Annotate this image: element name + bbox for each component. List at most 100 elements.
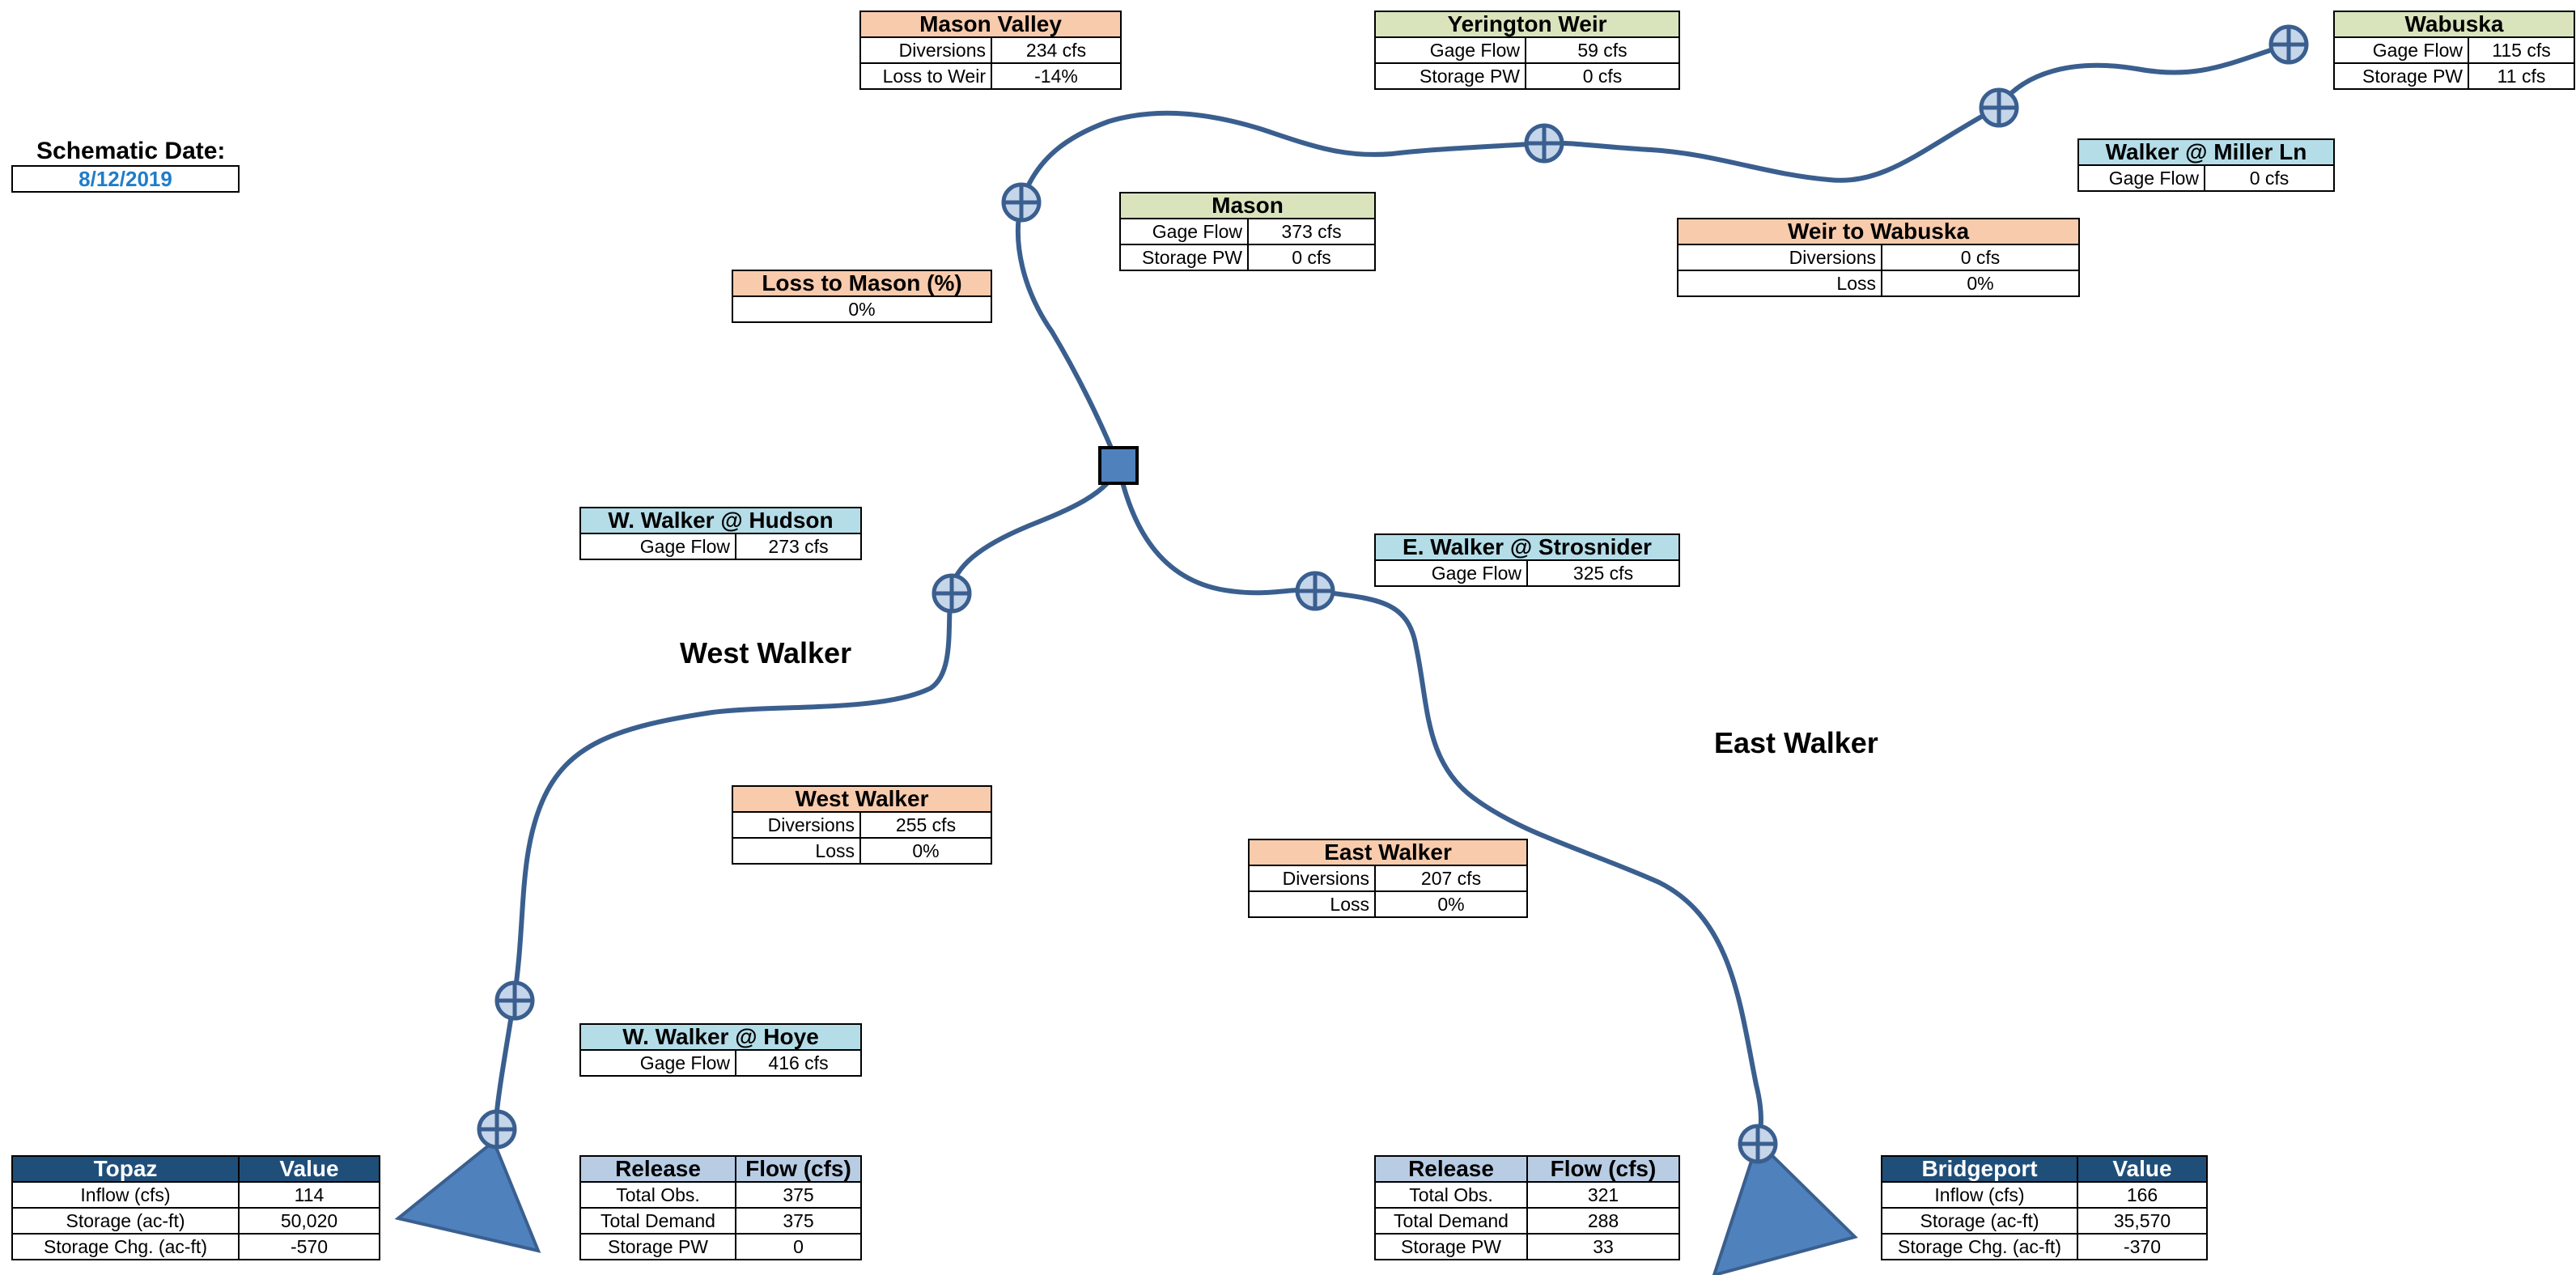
gage-yerington-weir-icon [1524, 123, 1564, 164]
yerington-weir-gage-label: Gage Flow [1376, 38, 1526, 62]
loss-to-mason-title: Loss to Mason (%) [733, 271, 991, 297]
topaz-value-header: Value [279, 1156, 339, 1181]
river-east-walker [1116, 463, 1763, 1146]
east-walker-box-title: East Walker [1250, 840, 1526, 866]
west-walker-diversions-value: 255 cfs [895, 814, 957, 835]
east-walker-loss-value: 0% [1437, 894, 1465, 915]
wabuska-box: Wabuska Gage Flow 115 cfs Storage PW 11 cf… [2333, 11, 2575, 90]
wabuska-title: Wabuska [2335, 12, 2574, 38]
mason-box: Mason Gage Flow 373 cfs Storage PW 0 cfs [1119, 192, 1376, 271]
release-west-total-obs-label: Total Obs. [581, 1183, 736, 1207]
release-east-total-obs-value: 321 [1587, 1184, 1619, 1205]
release-west-flow-header: Flow (cfs) [745, 1156, 851, 1181]
mason-gage-value: 373 cfs [1281, 221, 1342, 242]
wabuska-storage-label: Storage PW [2335, 64, 2469, 88]
wabuska-gage-value: 115 cfs [2492, 40, 2551, 61]
gage-ew-strosnider-icon [1295, 571, 1335, 611]
walker-miller-ln-gage-value: 0 cfs [2249, 168, 2290, 189]
ww-hoye-box: W. Walker @ Hoye Gage Flow 416 cfs [579, 1023, 862, 1077]
junction-node-icon [1098, 446, 1139, 485]
wabuska-gage-label: Gage Flow [2335, 38, 2469, 62]
topaz-storage-chg-value: -570 [290, 1236, 329, 1257]
mason-title: Mason [1121, 193, 1374, 219]
release-west-total-demand-value: 375 [783, 1210, 814, 1231]
bridgeport-inflow-value: 166 [2126, 1184, 2158, 1205]
release-east-total-obs-label: Total Obs. [1376, 1183, 1528, 1207]
weir-to-wabuska-loss-label: Loss [1678, 271, 1882, 295]
mason-valley-diversions-label: Diversions [861, 38, 992, 62]
gage-miller-ln-icon [1979, 87, 2019, 128]
bridgeport-header: Bridgeport [1882, 1157, 2078, 1181]
bridgeport-storage-chg-value: -370 [2123, 1236, 2162, 1257]
release-east-total-demand-value: 288 [1587, 1210, 1619, 1231]
west-walker-box-title: West Walker [733, 787, 991, 813]
weir-to-wabuska-diversions-value: 0 cfs [1960, 247, 2001, 268]
yerington-weir-gage-value: 59 cfs [1577, 40, 1628, 61]
walker-miller-ln-title: Walker @ Miller Ln [2079, 140, 2333, 166]
bridgeport-storage-value: 35,570 [2113, 1210, 2171, 1231]
weir-to-wabuska-diversions-label: Diversions [1678, 245, 1882, 270]
gage-wabuska-icon [2268, 24, 2309, 65]
river-west-walker [491, 463, 1121, 1152]
river-main-stem [1019, 42, 2291, 205]
wabuska-storage-value: 11 cfs [2497, 66, 2546, 87]
release-west-total-demand-label: Total Demand [581, 1209, 736, 1233]
mason-storage-label: Storage PW [1121, 245, 1249, 270]
yerington-weir-storage-value: 0 cfs [1582, 66, 1623, 87]
yerington-weir-title: Yerington Weir [1376, 12, 1678, 38]
schematic-date-value: 8/12/2019 [11, 165, 240, 193]
release-east-table: Release Flow (cfs) Total Obs. 321 Total De… [1374, 1155, 1680, 1260]
west-walker-label: West Walker [680, 636, 852, 669]
topaz-storage-value: 50,020 [280, 1210, 338, 1231]
release-west-storage-pw-label: Storage PW [581, 1235, 736, 1259]
mason-storage-value: 0 cfs [1292, 247, 1331, 268]
west-walker-loss-value: 0% [912, 840, 940, 861]
loss-to-mason-value: 0% [848, 299, 876, 320]
schematic-date-title: Schematic Date: [36, 138, 226, 164]
gage-mason-icon [1001, 182, 1042, 223]
ww-hoye-gage-value: 416 cfs [768, 1052, 829, 1073]
mason-valley-diversions-value: 234 cfs [1025, 40, 1087, 61]
west-walker-loss-label: Loss [733, 839, 861, 863]
release-east-storage-pw-value: 33 [1593, 1236, 1614, 1257]
topaz-inflow-label: Inflow (cfs) [13, 1183, 240, 1207]
ww-hoye-title: W. Walker @ Hoye [581, 1025, 860, 1051]
ww-hudson-gage-value: 273 cfs [768, 536, 829, 557]
gage-ww-hudson-icon [932, 573, 972, 614]
bridgeport-reservoir-icon [1712, 1138, 1858, 1275]
weir-to-wabuska-loss-value: 0% [1967, 273, 1994, 294]
ew-strosnider-gage-label: Gage Flow [1376, 561, 1528, 585]
ww-hudson-title: W. Walker @ Hudson [581, 508, 860, 534]
bridgeport-value-header: Value [2112, 1156, 2172, 1181]
release-east-total-demand-label: Total Demand [1376, 1209, 1528, 1233]
release-east-header: Release [1376, 1157, 1528, 1181]
topaz-reservoir-icon [394, 1138, 541, 1253]
release-east-storage-pw-label: Storage PW [1376, 1235, 1528, 1259]
topaz-storage-chg-label: Storage Chg. (ac-ft) [13, 1235, 240, 1259]
ww-hudson-gage-label: Gage Flow [581, 534, 736, 559]
gage-topaz-outlet-icon [477, 1109, 517, 1150]
release-west-storage-pw-value: 0 [793, 1236, 804, 1257]
mason-valley-loss-value: -14% [1034, 66, 1078, 87]
mason-valley-title: Mason Valley [861, 12, 1120, 38]
topaz-inflow-value: 114 [294, 1184, 325, 1205]
west-walker-diversions-label: Diversions [733, 813, 861, 837]
mason-gage-label: Gage Flow [1121, 219, 1249, 244]
bridgeport-inflow-label: Inflow (cfs) [1882, 1183, 2078, 1207]
east-walker-diversions-label: Diversions [1250, 866, 1376, 890]
ww-hoye-gage-label: Gage Flow [581, 1051, 736, 1075]
release-east-flow-header: Flow (cfs) [1550, 1156, 1657, 1181]
loss-to-mason-box: Loss to Mason (%) 0% [732, 270, 992, 323]
bridgeport-storage-chg-label: Storage Chg. (ac-ft) [1882, 1235, 2078, 1259]
gage-ww-hoye-icon [494, 980, 535, 1021]
topaz-header: Topaz [13, 1157, 240, 1181]
east-walker-label: East Walker [1714, 726, 1878, 759]
mason-valley-loss-label: Loss to Weir [861, 64, 992, 88]
